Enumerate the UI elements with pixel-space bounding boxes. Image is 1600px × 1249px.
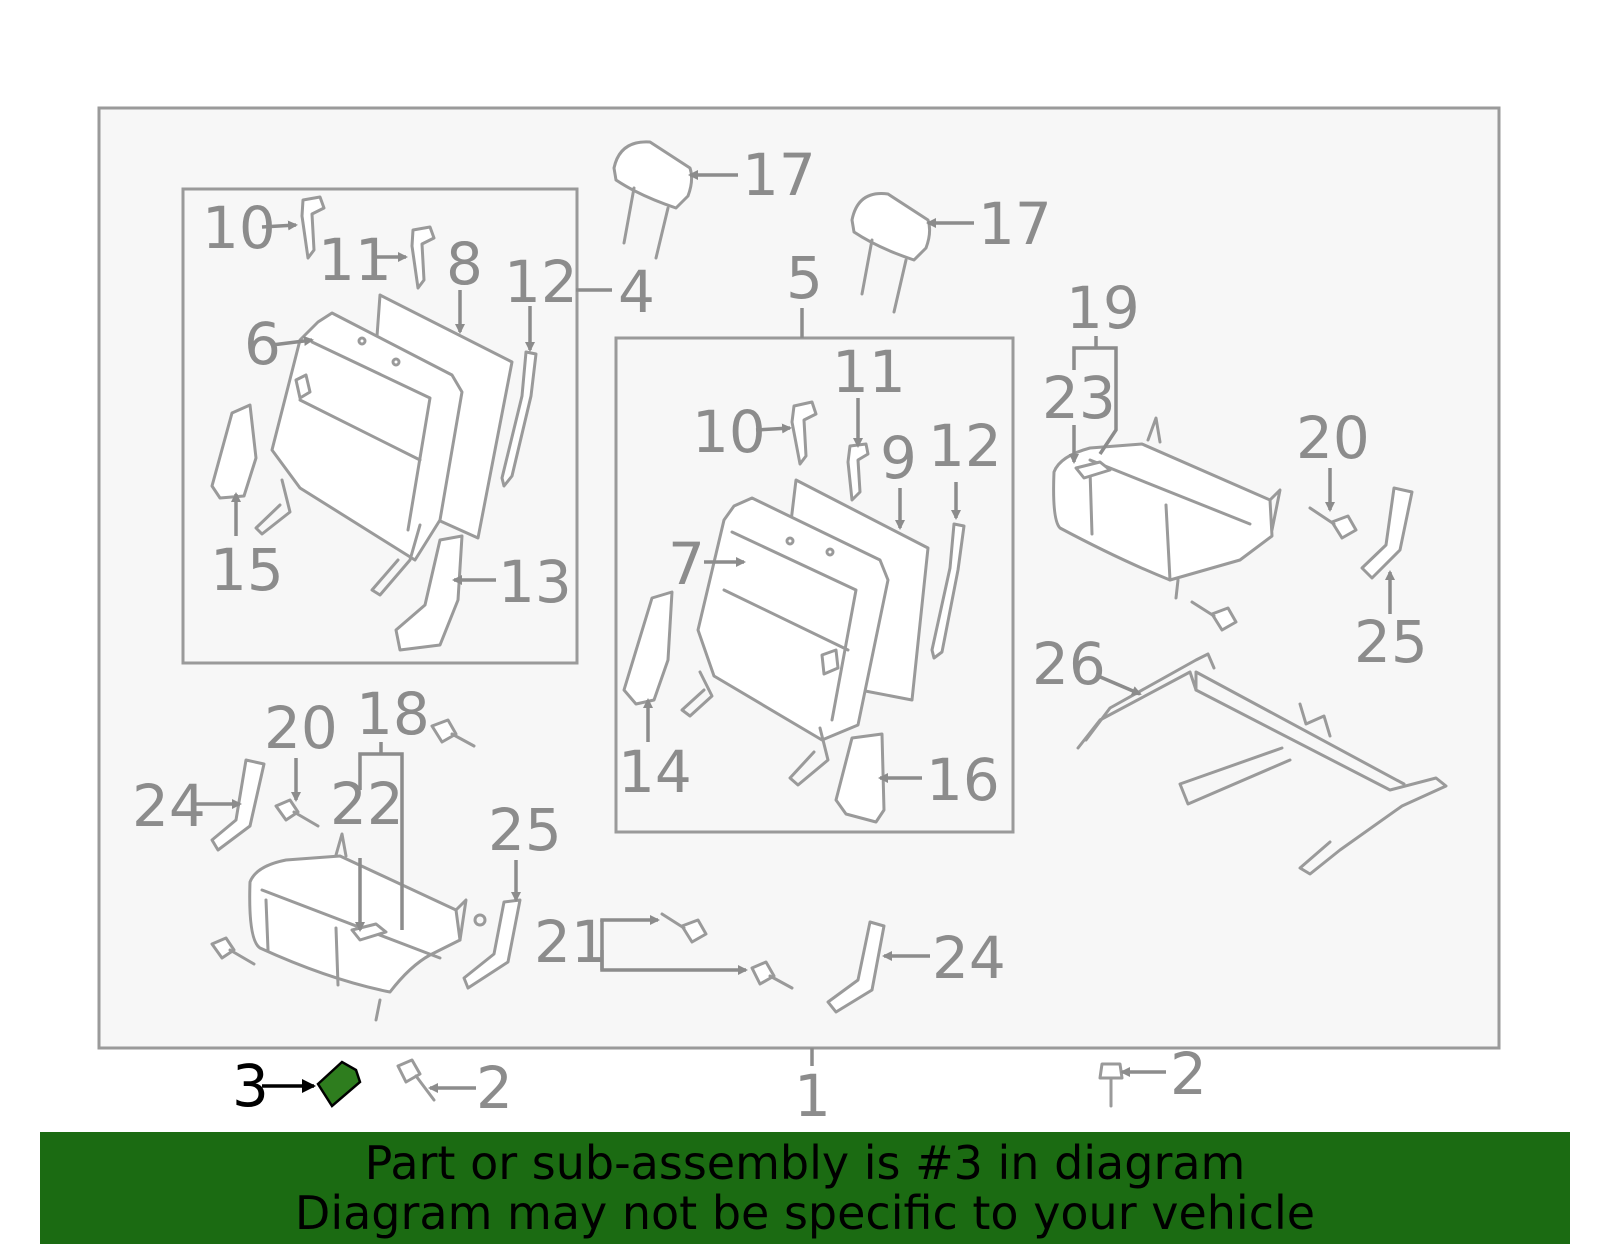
bolt-2-right[interactable] [1098, 1062, 1124, 1108]
cover-16[interactable] [834, 732, 886, 824]
callout-23: 23 [1042, 364, 1116, 432]
callout-17-left: 17 [742, 141, 816, 209]
callout-25-right: 25 [1354, 608, 1428, 676]
seat-frame-26[interactable] [1076, 652, 1448, 876]
callout-labels: 10 11 8 12 4 6 15 13 17 17 5 11 10 9 12 … [132, 141, 1428, 1130]
banner-line-2: Diagram may not be specific to your vehi… [294, 1186, 1316, 1240]
rod-12-right[interactable] [930, 522, 966, 660]
callout-5: 5 [786, 244, 823, 312]
cover-14[interactable] [622, 590, 674, 706]
callout-11-right: 11 [832, 338, 906, 406]
callout-20-right: 20 [1296, 404, 1370, 472]
callout-10: 10 [202, 194, 276, 262]
callout-6: 6 [244, 310, 281, 378]
subassembly-box-4 [181, 187, 579, 665]
callout-2-right: 2 [1170, 1040, 1207, 1108]
callout-3: 3 [232, 1052, 269, 1120]
callout-8: 8 [446, 230, 483, 298]
callout-12: 12 [504, 248, 578, 316]
callout-20-left: 20 [264, 694, 338, 762]
headrest-17-right[interactable] [850, 192, 932, 314]
bolt-20-left[interactable] [274, 798, 320, 828]
subassembly-box-5 [614, 336, 1015, 834]
guide-10-right[interactable] [790, 400, 818, 466]
callout-25-left: 25 [488, 796, 562, 864]
callout-14: 14 [618, 738, 692, 806]
callout-13: 13 [498, 548, 572, 616]
callout-21: 21 [534, 908, 608, 976]
guide-11-right[interactable] [846, 442, 870, 502]
callout-17-right: 17 [978, 190, 1052, 258]
bracket-24-right[interactable] [826, 920, 886, 1014]
cover-15[interactable] [210, 403, 258, 500]
part-3-highlight[interactable] [316, 1060, 362, 1108]
callout-1: 1 [794, 1062, 831, 1130]
bolt-left-cushion[interactable] [210, 936, 256, 966]
info-banner: Part or sub-assembly is #3 in diagram Di… [40, 1132, 1570, 1244]
bolt-2-left[interactable] [396, 1058, 436, 1102]
callout-9: 9 [880, 424, 917, 492]
hinge-13[interactable] [370, 523, 464, 652]
bracket-25-right[interactable] [1360, 486, 1414, 580]
rod-12-left[interactable] [500, 350, 538, 488]
callout-15: 15 [210, 536, 284, 604]
callout-16: 16 [926, 746, 1000, 814]
callout-10-right: 10 [692, 398, 766, 466]
seat-cushion-left[interactable] [248, 832, 487, 1022]
bolt-right-cushion[interactable] [1190, 600, 1238, 632]
leader-lines [196, 170, 1395, 1093]
bolt-20-right[interactable] [1308, 506, 1358, 540]
callout-4: 4 [618, 258, 655, 326]
bolt-21b[interactable] [750, 960, 794, 990]
callout-24-left: 24 [132, 772, 206, 840]
bolt-21a[interactable] [660, 912, 708, 944]
callout-2-left: 2 [476, 1054, 513, 1122]
guide-11-left[interactable] [410, 225, 436, 290]
callout-7: 7 [668, 530, 705, 598]
headrest-17-left[interactable] [612, 140, 694, 260]
callout-19: 19 [1066, 274, 1140, 342]
bolt-18[interactable] [430, 718, 476, 748]
callout-18: 18 [356, 680, 430, 748]
guide-10-left[interactable] [300, 195, 326, 260]
callout-11: 11 [318, 226, 392, 294]
seatback-left[interactable] [254, 293, 514, 562]
callout-22: 22 [330, 770, 404, 838]
callout-24-right: 24 [932, 924, 1006, 992]
banner-line-1: Part or sub-assembly is #3 in diagram [364, 1136, 1246, 1190]
callout-26: 26 [1032, 630, 1106, 698]
bracket-24-left[interactable] [210, 758, 266, 852]
callout-12-right: 12 [928, 412, 1002, 480]
